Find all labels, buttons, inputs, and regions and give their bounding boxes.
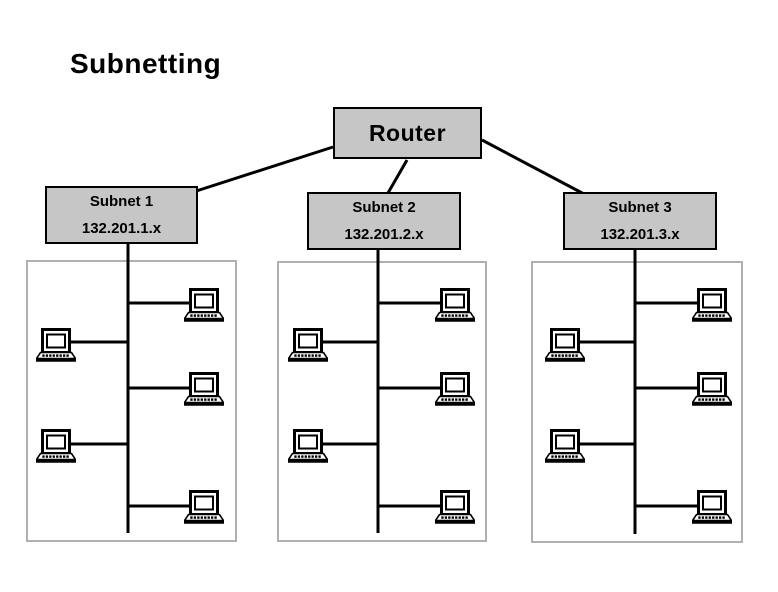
subnet-name: Subnet 1 xyxy=(89,193,154,210)
host-computer xyxy=(545,328,585,364)
host-computer xyxy=(36,328,76,364)
laptop-icon xyxy=(545,429,585,463)
host-computer xyxy=(692,490,732,526)
laptop-icon xyxy=(184,372,224,406)
laptop-icon xyxy=(36,328,76,362)
host-computer xyxy=(435,288,475,324)
laptop-icon xyxy=(435,288,475,322)
laptop-icon xyxy=(184,288,224,322)
router-subnet-link xyxy=(386,159,409,194)
host-computer xyxy=(435,372,475,408)
host-computer xyxy=(184,288,224,324)
laptop-icon xyxy=(288,328,328,362)
subnet-node-2: Subnet 2 132.201.2.x xyxy=(307,192,461,250)
subnet-ip: 132.201.1.x xyxy=(81,220,162,237)
laptop-icon xyxy=(184,490,224,524)
host-computer xyxy=(692,288,732,324)
laptop-icon xyxy=(545,328,585,362)
subnet-name: Subnet 3 xyxy=(608,199,672,216)
host-computer xyxy=(692,372,732,408)
host-computer xyxy=(288,429,328,465)
host-computer xyxy=(545,429,585,465)
router-subnet-link xyxy=(481,138,585,196)
laptop-icon xyxy=(692,288,732,322)
subnet-name: Subnet 2 xyxy=(352,199,416,216)
subnet-node-3: Subnet 3 132.201.3.x xyxy=(563,192,717,250)
laptop-icon xyxy=(288,429,328,463)
page-title: Subnetting xyxy=(70,48,222,79)
laptop-icon xyxy=(692,490,732,524)
host-computer xyxy=(184,372,224,408)
host-computer xyxy=(288,328,328,364)
router-label: Router xyxy=(368,119,447,146)
laptop-icon xyxy=(435,372,475,406)
subnet-node-1: Subnet 1 132.201.1.x xyxy=(45,186,198,244)
laptop-icon xyxy=(692,372,732,406)
router-subnet-link xyxy=(186,145,334,196)
subnet-ip: 132.201.2.x xyxy=(344,226,424,243)
laptop-icon xyxy=(36,429,76,463)
host-computer xyxy=(435,490,475,526)
host-computer xyxy=(184,490,224,526)
router-node: Router xyxy=(333,107,482,159)
subnet-ip: 132.201.3.x xyxy=(600,226,680,243)
host-computer xyxy=(36,429,76,465)
laptop-icon xyxy=(435,490,475,524)
